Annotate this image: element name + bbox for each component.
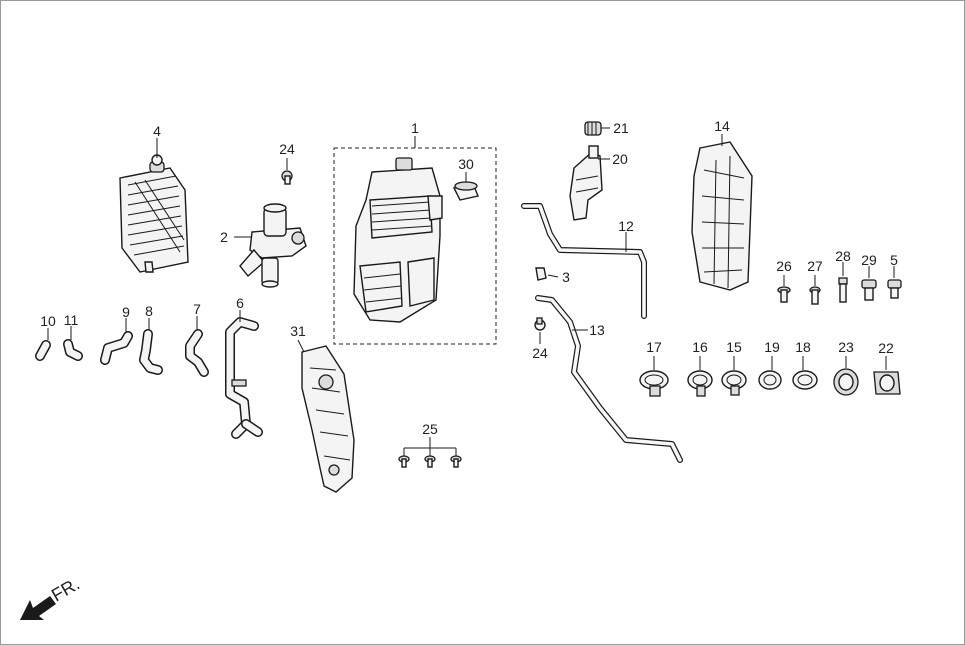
part-label-16: 16: [692, 339, 708, 355]
part-label-15: 15: [726, 339, 742, 355]
part-label-6: 6: [236, 295, 244, 311]
hose-part-6: [225, 317, 263, 439]
part-label-29: 29: [861, 252, 877, 268]
clamp-part-15: [721, 370, 747, 396]
hose-part-9: [100, 331, 133, 365]
part-label-1: 1: [411, 120, 419, 136]
part-label-19: 19: [764, 339, 780, 355]
part-label-3: 3: [562, 269, 570, 285]
part-label-9: 9: [122, 304, 130, 320]
front-direction-arrow-icon: [20, 596, 56, 620]
part-label-31: 31: [290, 323, 306, 339]
grommet-part-22: [873, 371, 901, 395]
bolt-part-27: [809, 286, 821, 305]
hose-clip-part: [535, 267, 547, 281]
reservoir-tank-part: [569, 145, 603, 221]
part-label-20: 20: [612, 151, 628, 167]
radiator-assembly-part: [353, 157, 443, 323]
radiator-shroud-part: [691, 141, 753, 291]
clip-part-24b: [534, 317, 546, 331]
part-label-7: 7: [193, 301, 201, 317]
part-label-24-lower: 24: [532, 345, 548, 361]
part-label-22: 22: [878, 340, 894, 356]
clamp-part-18: [792, 370, 818, 390]
part-label-4: 4: [153, 123, 161, 139]
part-label-26: 26: [776, 258, 792, 274]
hose-part-11: [63, 339, 83, 361]
clamp-part-17: [639, 370, 669, 397]
reservoir-cap-part: [584, 121, 602, 136]
water-pump-part: [239, 203, 307, 288]
side-cover-part: [301, 345, 355, 493]
part-label-30: 30: [458, 156, 474, 172]
bolt-part-5: [887, 279, 902, 299]
part-label-28: 28: [835, 248, 851, 264]
part-label-24-upper: 24: [279, 141, 295, 157]
clamp-part-19: [758, 370, 782, 390]
part-label-13: 13: [589, 322, 605, 338]
hose-part-8: [139, 329, 163, 375]
part-label-2: 2: [220, 229, 228, 245]
bolt-part-24a: [281, 170, 293, 185]
part-label-18: 18: [795, 339, 811, 355]
bolt-group-25: [398, 437, 462, 468]
part-label-27: 27: [807, 258, 823, 274]
part-label-14: 14: [714, 118, 730, 134]
bolt-part-28: [838, 277, 848, 303]
part-label-25: 25: [422, 421, 438, 437]
siphon-tube-13: [535, 295, 683, 463]
overflow-hose-12: [521, 203, 647, 319]
part-label-23: 23: [838, 339, 854, 355]
part-label-21: 21: [613, 120, 629, 136]
radiator-part: [119, 154, 189, 273]
part-label-10: 10: [40, 313, 56, 329]
clamp-part-16: [687, 370, 713, 397]
part-label-17: 17: [646, 339, 662, 355]
part-label-8: 8: [145, 303, 153, 319]
bolt-part-26: [777, 286, 791, 303]
bolt-part-29: [861, 279, 877, 301]
part-label-5: 5: [890, 252, 898, 268]
grommet-part-23: [833, 368, 859, 396]
hose-part-7: [185, 329, 209, 377]
hose-part-10: [35, 340, 51, 361]
part-label-11: 11: [64, 312, 79, 328]
part-label-12: 12: [618, 218, 634, 234]
